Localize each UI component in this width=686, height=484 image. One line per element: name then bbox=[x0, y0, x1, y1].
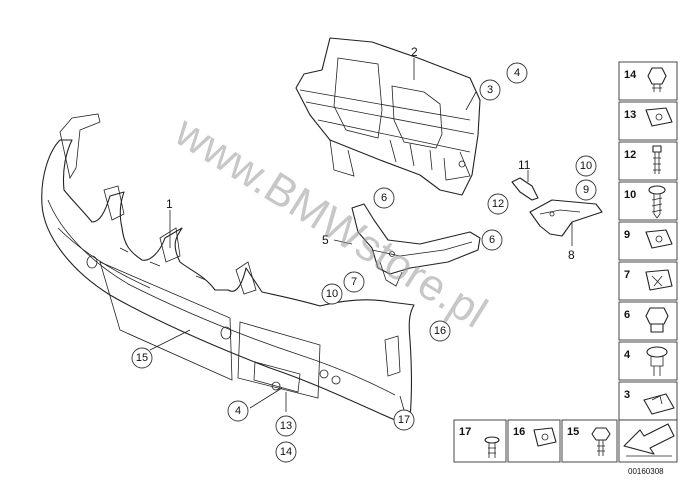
callout-13: 13 bbox=[275, 415, 297, 437]
hex-nut-icon bbox=[647, 67, 667, 92]
svg-text:4: 4 bbox=[514, 67, 520, 79]
stud-bolt-icon bbox=[652, 145, 662, 174]
svg-text:7: 7 bbox=[351, 276, 357, 288]
clip-nut-icon bbox=[645, 229, 673, 249]
callout-10: 10 bbox=[321, 283, 343, 305]
clip-nut-icon bbox=[645, 107, 673, 127]
legend-label: 7 bbox=[624, 269, 630, 281]
svg-text:4: 4 bbox=[235, 405, 241, 417]
svg-text:17: 17 bbox=[398, 414, 410, 426]
callout-6: 6 bbox=[481, 229, 503, 251]
legend-bottom: 17 16 15 bbox=[453, 419, 678, 463]
legend-label: 12 bbox=[624, 149, 636, 161]
clip-nut-icon bbox=[533, 427, 557, 447]
svg-text:6: 6 bbox=[381, 192, 387, 204]
legend-label: 16 bbox=[513, 426, 525, 438]
callout-6: 6 bbox=[373, 187, 395, 209]
callout-15: 15 bbox=[131, 347, 153, 369]
legend-label: 13 bbox=[624, 109, 636, 121]
callout-3: 3 bbox=[479, 79, 501, 101]
svg-text:9: 9 bbox=[583, 184, 589, 196]
callout-4: 4 bbox=[506, 62, 528, 84]
legend-label: 4 bbox=[624, 349, 631, 361]
legend-label: 9 bbox=[624, 229, 630, 241]
front-carrier bbox=[295, 37, 481, 196]
small-bracket bbox=[511, 177, 539, 201]
callout-12: 12 bbox=[487, 193, 509, 215]
svg-text:14: 14 bbox=[280, 446, 292, 458]
label-part-1: 1 bbox=[166, 197, 173, 211]
label-part-8: 8 bbox=[568, 248, 575, 262]
label-part-11: 11 bbox=[518, 158, 531, 172]
svg-text:3: 3 bbox=[487, 84, 493, 96]
legend-label: 15 bbox=[567, 426, 579, 438]
spring-clip-icon bbox=[645, 269, 673, 291]
legend-label: 10 bbox=[624, 189, 636, 201]
legend-label: 6 bbox=[624, 309, 630, 321]
callout-7: 7 bbox=[343, 271, 365, 293]
collar-nut-icon bbox=[645, 307, 669, 333]
callout-17: 17 bbox=[393, 409, 415, 431]
bumper-bracket bbox=[351, 203, 481, 287]
callout-9: 9 bbox=[575, 179, 597, 201]
rivet-icon bbox=[484, 436, 500, 458]
screw-icon bbox=[648, 185, 666, 219]
legend-label: 3 bbox=[624, 389, 630, 401]
side-bracket bbox=[529, 199, 603, 237]
leader-lines bbox=[149, 58, 573, 412]
svg-text:6: 6 bbox=[489, 234, 495, 246]
svg-text:13: 13 bbox=[280, 420, 292, 432]
svg-text:10: 10 bbox=[326, 288, 338, 300]
callout-10: 10 bbox=[575, 155, 597, 177]
label-part-5: 5 bbox=[322, 233, 329, 247]
washer-nut-icon bbox=[646, 346, 668, 376]
label-part-2: 2 bbox=[411, 45, 418, 59]
svg-text:16: 16 bbox=[434, 325, 446, 337]
callout-16: 16 bbox=[429, 320, 451, 342]
legend-right: 14 13 12 10 9 7 6 4 3 bbox=[618, 61, 678, 421]
callout-14: 14 bbox=[275, 441, 297, 463]
document-id: 00160308 bbox=[628, 467, 664, 476]
callout-4: 4 bbox=[227, 400, 249, 422]
svg-text:15: 15 bbox=[136, 352, 148, 364]
screw-icon bbox=[591, 427, 611, 456]
svg-text:10: 10 bbox=[580, 160, 592, 172]
clip-nut-icon bbox=[643, 393, 675, 415]
legend-label: 14 bbox=[624, 69, 637, 81]
legend-label: 17 bbox=[459, 426, 471, 438]
svg-text:12: 12 bbox=[492, 198, 504, 210]
direction-arrow-icon bbox=[623, 423, 675, 457]
